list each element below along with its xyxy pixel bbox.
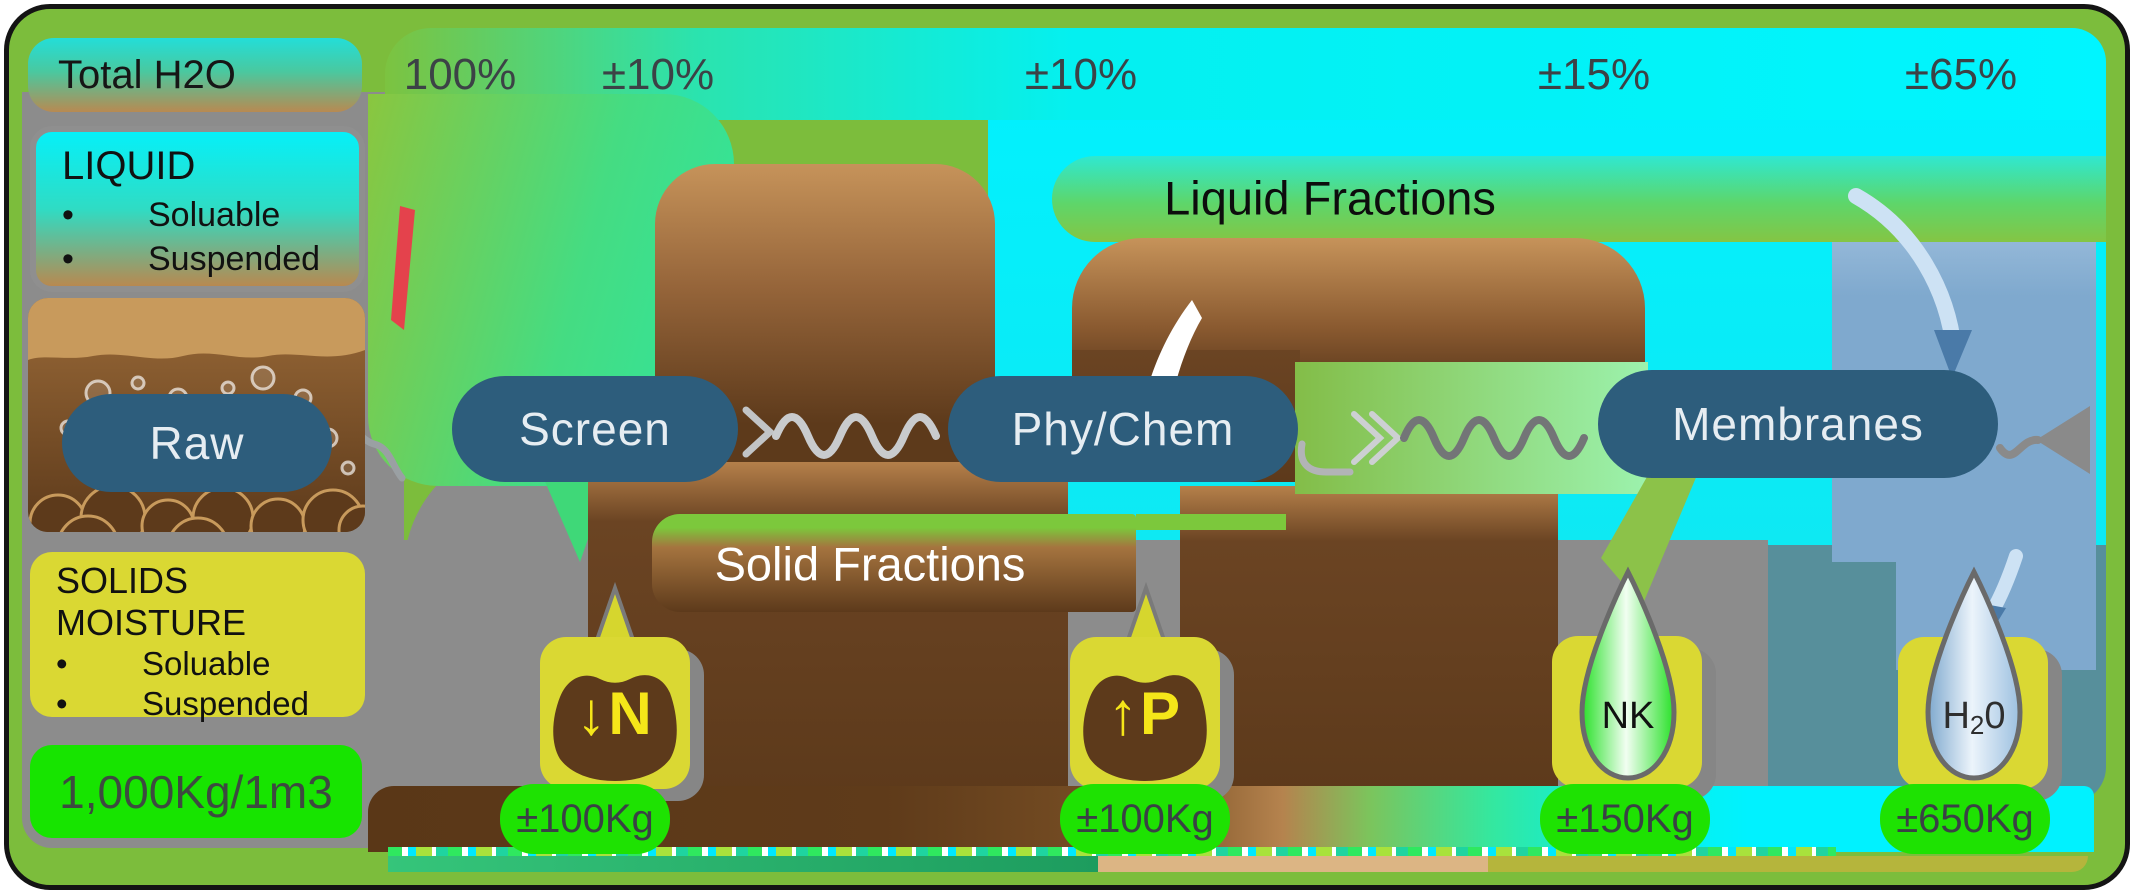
nitrogen-letter: N — [608, 680, 654, 747]
total-h2o-label: Total H2O — [28, 38, 362, 112]
solids-legend-box: SOLIDS MOISTURE • Soluable • Suspended — [30, 552, 365, 722]
bullet-gap — [82, 684, 142, 724]
mass-label-water: ±650Kg — [1880, 784, 2050, 854]
nk-droplet-icon: NK — [1579, 566, 1677, 781]
solids-heading-line2: MOISTURE — [56, 602, 247, 643]
water-label-h: H — [1942, 695, 1969, 737]
nitrogen-product-icon: ↓N — [540, 637, 690, 789]
manure-pile-icon — [1083, 675, 1207, 781]
bottom-segment-teal — [388, 856, 1098, 872]
bullet-icon: • — [62, 196, 74, 234]
bullet-icon: • — [56, 645, 68, 682]
water-droplet-icon: H20 — [1925, 566, 2023, 781]
solid-flow-column-right — [1180, 486, 1558, 792]
solid-flow-arc-phychem — [1072, 238, 1645, 366]
liquid-connector-band — [1295, 362, 1648, 494]
bullet-label: Suspended — [148, 240, 321, 278]
bullet-icon: • — [62, 240, 74, 278]
liquid-fractions-label: Liquid Fractions — [1164, 171, 1496, 225]
process-node-screen: Screen — [452, 376, 738, 482]
mass-label-nk: ±150Kg — [1540, 784, 1710, 854]
liquid-bullet-2: • Suspended — [62, 237, 359, 281]
bottom-segment-olive — [1488, 856, 2088, 872]
mass-label-n: ±100Kg — [500, 784, 670, 854]
mass-value: ±650Kg — [1896, 796, 2034, 841]
percent-label-screen: ±10% — [601, 50, 715, 99]
bullet-label: Soluable — [148, 196, 281, 234]
nk-label: NK — [1602, 695, 1655, 737]
solids-bullet-2: • Suspended — [56, 684, 365, 724]
liquid-legend-box: LIQUID • Soluable • Suspended — [30, 126, 365, 292]
nitrogen-label: ↓N — [540, 679, 690, 748]
bullet-label: Soluable — [142, 645, 271, 682]
percent-label-nk: ±15% — [1537, 50, 1651, 99]
bottom-segment-tan — [1098, 856, 1488, 872]
mass-value: ±150Kg — [1556, 796, 1694, 841]
water-label: H20 — [1942, 695, 2005, 740]
water-label-o: 0 — [1984, 695, 2005, 737]
liquid-bullet-1: • Soluable — [62, 193, 359, 237]
solids-heading-line1: SOLIDS — [56, 560, 189, 601]
water-label-sub: 2 — [1970, 710, 1984, 740]
process-node-label: Phy/Chem — [1011, 403, 1235, 455]
bullet-label: Suspended — [142, 685, 309, 722]
solids-bullet-1: • Soluable — [56, 644, 365, 684]
process-node-phychem: Phy/Chem — [948, 376, 1298, 482]
mass-label-p: ±100Kg — [1060, 784, 1230, 854]
down-arrow-glyph: ↓ — [576, 680, 609, 747]
total-h2o-text: Total H2O — [58, 52, 236, 97]
process-node-label: Raw — [149, 417, 245, 469]
bullet-icon: • — [56, 685, 68, 722]
process-node-label: Membranes — [1672, 398, 1924, 450]
mass-value: ±100Kg — [516, 796, 654, 841]
solid-fractions-band-edge — [1136, 514, 1286, 530]
percent-label-water: ±65% — [1904, 50, 2018, 99]
slurry-lumps — [28, 484, 365, 532]
percent-label-phychem: ±10% — [1024, 50, 1138, 99]
bullet-gap — [82, 644, 142, 684]
manure-pile-icon — [553, 675, 677, 781]
solid-fractions-band — [652, 514, 1136, 612]
phosphorus-label: ↑P — [1070, 679, 1220, 748]
solid-fractions-label: Solid Fractions — [714, 537, 1026, 591]
percent-label-input: 100% — [403, 50, 517, 99]
slurry-top-crust — [28, 298, 365, 360]
process-node-membranes: Membranes — [1598, 370, 1998, 478]
phosphorus-product-icon: ↑P — [1070, 637, 1220, 789]
density-label: 1,000Kg/1m3 — [30, 745, 362, 838]
liquid-heading: LIQUID — [62, 144, 196, 188]
density-text: 1,000Kg/1m3 — [59, 765, 333, 818]
process-node-label: Screen — [519, 403, 671, 455]
bullet-gap — [88, 193, 148, 237]
mass-value: ±100Kg — [1076, 796, 1214, 841]
bullet-gap — [88, 237, 148, 281]
process-node-raw: Raw — [62, 394, 332, 492]
phosphorus-letter: P — [1139, 680, 1183, 747]
up-arrow-glyph: ↑ — [1107, 680, 1140, 747]
